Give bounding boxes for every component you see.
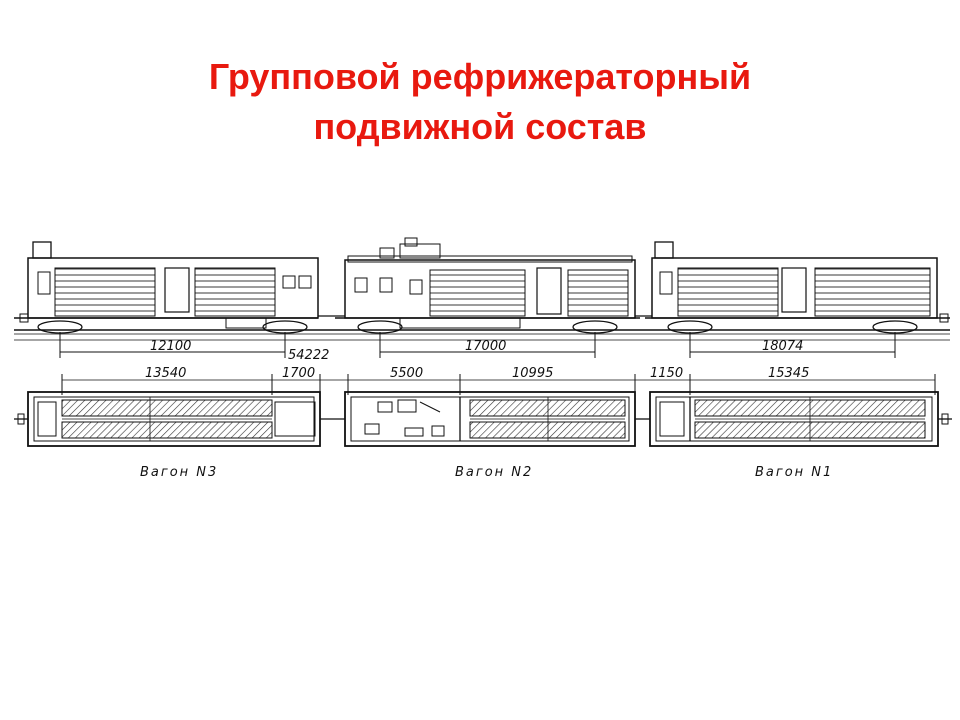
title-line-1: Групповой рефрижераторный — [208, 56, 752, 97]
bogie — [667, 320, 713, 334]
plan-dim-3: 5500 — [390, 366, 423, 381]
title-line-2: подвижной состав — [313, 106, 647, 147]
plan-car-2 — [344, 391, 636, 447]
bogie — [872, 320, 918, 334]
plan-view: 13540 1700 5500 10995 1150 15345 — [14, 366, 952, 480]
bogie — [37, 320, 83, 334]
plan-dim-4: 10995 — [512, 366, 553, 381]
side-view: 12100 54222 17000 18074 — [14, 237, 950, 363]
plan-car-3 — [14, 391, 321, 447]
side-car-1 — [645, 241, 950, 334]
bogie — [572, 320, 618, 334]
side-dim-4: 18074 — [762, 339, 803, 354]
side-car-3 — [14, 241, 319, 334]
plan-dim-2: 1700 — [282, 366, 315, 381]
slide-title: Групповой рефрижераторный подвижной сост… — [0, 52, 960, 152]
train-drawing: 12100 54222 17000 18074 13540 1700 5500 … — [14, 237, 952, 480]
plan-car-1 — [649, 391, 952, 447]
plan-dim-1: 13540 — [145, 366, 186, 381]
plan-dim-6: 15345 — [768, 366, 809, 381]
car-label-1: Вагон N1 — [755, 465, 833, 480]
side-dim-2: 54222 — [288, 348, 329, 363]
side-dim-1: 12100 — [150, 339, 191, 354]
car-label-2: Вагон N2 — [455, 465, 533, 480]
bogie — [357, 320, 403, 334]
plan-dim-5: 1150 — [650, 366, 683, 381]
side-dim-3: 17000 — [465, 339, 506, 354]
car-label-3: Вагон N3 — [140, 465, 218, 480]
bogie — [262, 320, 308, 334]
side-car-2 — [335, 237, 640, 334]
